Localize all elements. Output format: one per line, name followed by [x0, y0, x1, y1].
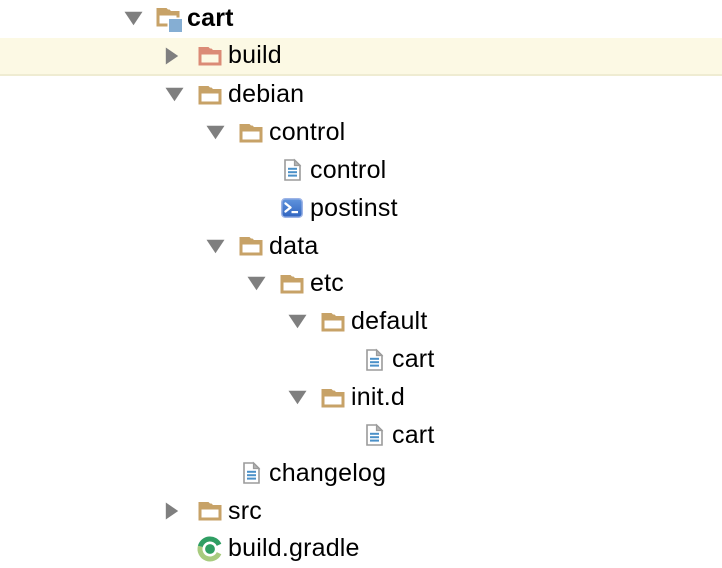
folder-red-icon	[198, 46, 222, 66]
folder-icon	[280, 274, 304, 294]
item-label: cart	[187, 4, 234, 33]
triangle-down-icon[interactable]	[206, 125, 239, 140]
item-label: data	[269, 231, 319, 260]
triangle-right-icon[interactable]	[165, 502, 198, 520]
item-label: changelog	[269, 458, 387, 487]
item-label: cart	[392, 420, 435, 449]
tree-row-src[interactable]: src	[0, 492, 722, 530]
gradle-icon	[197, 536, 222, 562]
triangle-down-icon[interactable]	[206, 239, 239, 254]
folder-icon	[198, 85, 222, 105]
tree-row-debian[interactable]: debian	[0, 76, 722, 114]
folder-icon	[321, 312, 345, 332]
tree-row-changelog[interactable]: changelog	[0, 454, 722, 492]
document-icon	[362, 423, 386, 447]
triangle-down-icon[interactable]	[288, 314, 321, 329]
triangle-right-icon[interactable]	[165, 47, 198, 65]
item-label: etc	[310, 269, 344, 298]
folder-icon	[198, 501, 222, 521]
tree-row-default[interactable]: default	[0, 303, 722, 341]
folder-badged-icon	[156, 6, 184, 34]
tree-row-init.d[interactable]: init.d	[0, 379, 722, 417]
tree-row-data[interactable]: data	[0, 227, 722, 265]
item-label: control	[310, 155, 387, 184]
item-label: build	[228, 41, 282, 70]
document-icon	[239, 461, 263, 485]
item-label: src	[228, 496, 262, 525]
tree-row-etc[interactable]: etc	[0, 265, 722, 303]
tree-row-build[interactable]: build	[0, 37, 722, 76]
tree-row-control[interactable]: control	[0, 114, 722, 152]
document-icon	[280, 158, 304, 182]
triangle-down-icon[interactable]	[165, 87, 198, 102]
tree-row-postinst[interactable]: postinst	[0, 189, 722, 227]
item-label: build.gradle	[228, 534, 360, 563]
tree-row-build.gradle[interactable]: build.gradle	[0, 530, 722, 568]
tree-row-cart[interactable]: cart	[0, 0, 722, 38]
item-label: control	[269, 118, 346, 146]
item-label: debian	[228, 80, 305, 109]
triangle-down-icon[interactable]	[247, 276, 280, 291]
item-label: init.d	[351, 383, 406, 412]
triangle-down-icon[interactable]	[124, 11, 157, 26]
folder-icon	[239, 236, 263, 256]
folder-icon	[239, 123, 263, 143]
tree-row-control[interactable]: control	[0, 151, 722, 189]
tree-row-cart[interactable]: cart	[0, 341, 722, 379]
document-icon	[362, 348, 386, 371]
item-label: cart	[392, 345, 435, 374]
shell-script-icon	[280, 198, 304, 219]
triangle-down-icon[interactable]	[288, 390, 321, 405]
item-label: postinst	[310, 193, 398, 222]
folder-icon	[321, 388, 345, 408]
item-label: default	[351, 307, 428, 336]
tree-row-cart[interactable]: cart	[0, 416, 722, 454]
